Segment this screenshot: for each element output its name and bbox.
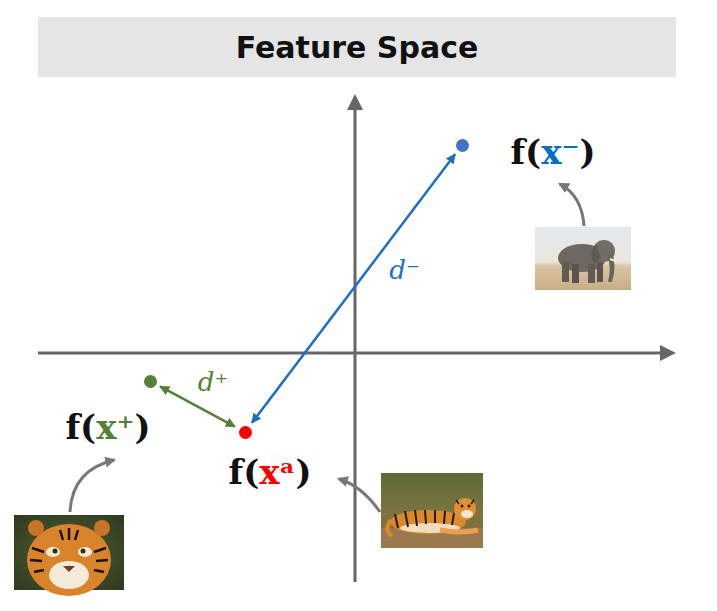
graphic-part: [572, 264, 579, 283]
leader-lines: [70, 184, 584, 512]
graphic-part: [535, 227, 631, 290]
feature-point: f(xᵃ): [239, 426, 252, 439]
graphic-part: [588, 264, 595, 283]
graphic-part: [94, 520, 110, 536]
graphic-part: [461, 505, 464, 508]
graphic-part: [63, 566, 75, 572]
graphic-part: [354, 107, 357, 582]
title-band: Feature Space: [38, 17, 676, 77]
graphic-part: [607, 252, 615, 282]
feature-point: f(x⁻): [456, 139, 469, 152]
graphic-part: [70, 460, 114, 512]
graphic-part: [456, 500, 474, 504]
graphic-part: [454, 498, 476, 520]
point-label: f(xᵃ): [229, 452, 312, 493]
distance-label: d⁺: [197, 368, 229, 398]
graphic-part: [660, 345, 676, 361]
variable: xᵃ: [259, 452, 295, 492]
point-label: f(x⁻): [510, 132, 595, 173]
graphic-part: [591, 244, 601, 264]
elephant-image: [535, 227, 631, 290]
graphic-part: [38, 352, 664, 355]
graphic-part: [562, 262, 569, 282]
graphic-part: [381, 473, 483, 548]
graphic-part: [28, 520, 44, 536]
graphic-part: [560, 184, 584, 226]
graphic-part: [468, 505, 471, 508]
graphic-part: [49, 561, 89, 589]
graphic-part: [81, 549, 86, 554]
variable: x⁺: [96, 407, 134, 447]
graphic-part: [395, 510, 454, 528]
distance-arrow: [252, 154, 455, 423]
tiger-image: [381, 473, 483, 548]
axes: [38, 94, 676, 582]
graphic-part: [347, 94, 363, 110]
distance-label: d⁻: [388, 256, 420, 286]
graphic-part: [46, 547, 60, 557]
graphic-part: [78, 547, 92, 557]
feature-point: f(x⁺): [144, 375, 157, 388]
graphic-part: [30, 528, 108, 572]
graphic-part: [440, 530, 478, 532]
graphic-part: [461, 510, 473, 518]
title-text: Feature Space: [236, 30, 479, 65]
point-label: f(x⁺): [65, 407, 150, 448]
graphic-part: [597, 262, 603, 282]
graphic-part: [53, 549, 58, 554]
tiger-face-image: [14, 515, 124, 596]
variable: x⁻: [541, 132, 579, 172]
graphic-part: [339, 479, 380, 512]
graphic-part: [610, 259, 618, 262]
graphic-part: [387, 520, 392, 536]
